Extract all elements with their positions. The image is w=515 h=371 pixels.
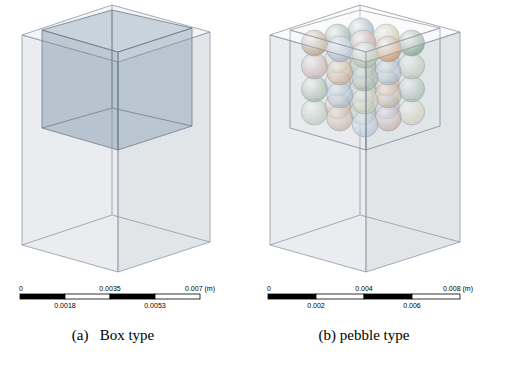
scale-label: 0.004 <box>355 285 373 292</box>
outer-box <box>270 5 460 272</box>
subfigure-caption: (b) pebble type <box>319 328 410 343</box>
scale-segment <box>364 294 412 299</box>
scale-segment <box>110 294 155 299</box>
inner-box <box>270 5 460 150</box>
scale-label: 0.002 <box>307 302 325 309</box>
subfigure-caption: (a) Box type <box>72 328 154 343</box>
inner-box <box>42 10 192 150</box>
scale-label: 0.0018 <box>54 302 75 309</box>
scale-label: 0.0035 <box>99 285 120 292</box>
scale-segment <box>268 294 316 299</box>
scale-segment <box>65 294 110 299</box>
scale-label: 0.0053 <box>144 302 165 309</box>
scale-label: 0.008 (m) <box>443 285 473 292</box>
scale-label: 0 <box>267 285 271 292</box>
scale-bar <box>20 294 460 299</box>
scale-segment <box>155 294 200 299</box>
scale-segment <box>20 294 65 299</box>
scale-label: 0.007 (m) <box>185 285 215 292</box>
outer-box <box>22 5 210 272</box>
scale-segment <box>412 294 460 299</box>
scale-label: 0.006 <box>403 302 421 309</box>
scale-label: 0 <box>19 285 23 292</box>
scale-segment <box>316 294 364 299</box>
